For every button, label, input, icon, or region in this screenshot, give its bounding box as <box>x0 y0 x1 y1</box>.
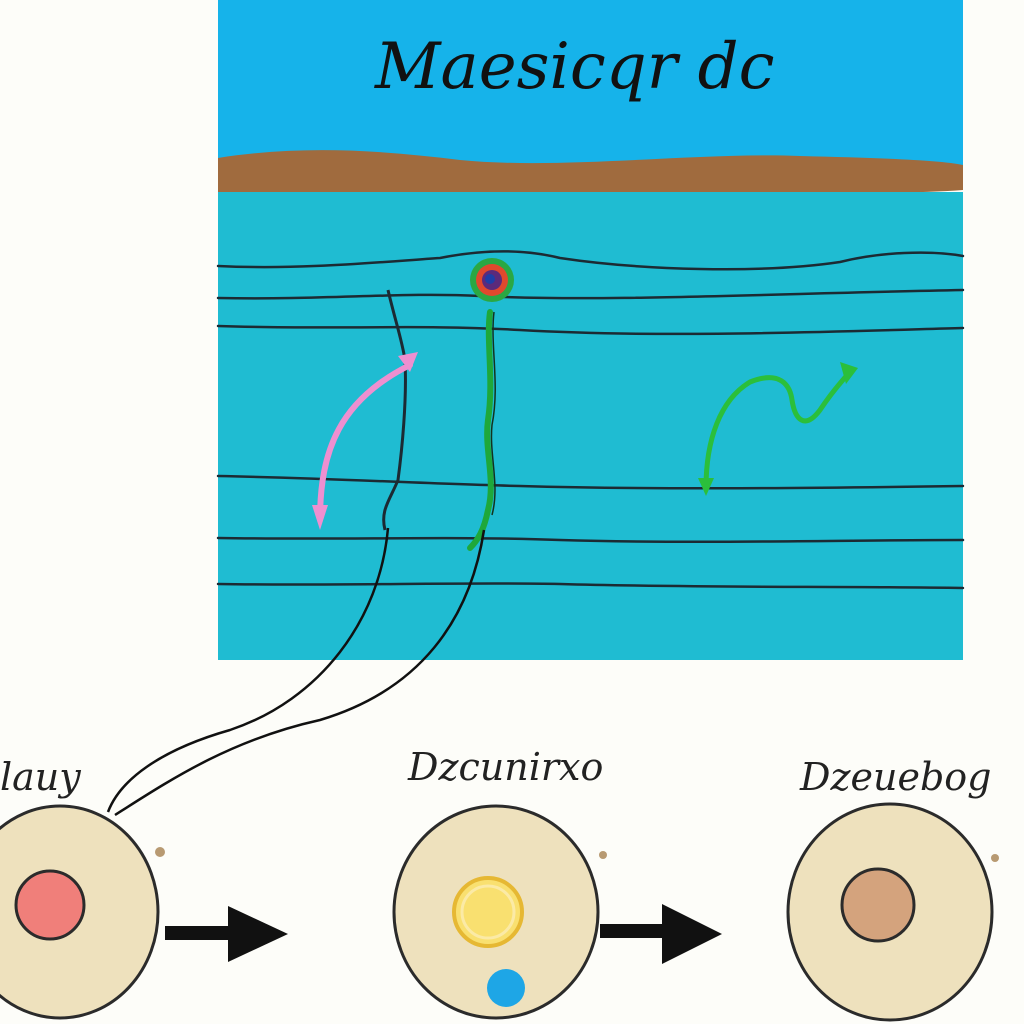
cell-nucleus <box>840 867 916 943</box>
green-arrow-tail <box>698 478 714 496</box>
cell-label-2: Dzcunirxo <box>407 745 603 789</box>
connector-lines <box>106 527 486 817</box>
cell-nucleus-ring <box>460 884 516 940</box>
pink-arrow-head-top <box>398 352 418 372</box>
cell-granule <box>599 851 607 859</box>
cell-label-1: lauy <box>0 755 81 799</box>
connector-line <box>114 529 486 817</box>
cell-2 <box>392 804 607 1020</box>
stage-arrow-1 <box>165 906 288 962</box>
stratum-line <box>216 324 965 336</box>
pink-arrow <box>317 362 413 523</box>
connector-line <box>106 527 390 813</box>
stratum-line <box>216 536 965 544</box>
green-stalk-outline <box>490 311 496 516</box>
pink-arrow-head-bottom <box>312 505 328 530</box>
ocean-panel <box>216 0 965 660</box>
green-arrow <box>703 369 853 491</box>
emission-source-icon <box>470 258 514 302</box>
cell-nucleus <box>14 869 86 941</box>
stratum-line <box>216 474 965 490</box>
cell-1 <box>0 804 165 1020</box>
cell-nucleus <box>452 876 524 948</box>
cell-inner-dot <box>487 969 525 1007</box>
cell-granule <box>155 847 165 857</box>
cell-label-3: Dzeuebog <box>799 755 991 799</box>
green-stalk <box>467 309 494 551</box>
page-title: Maesicqr dc <box>374 30 774 104</box>
stage-arrow-2 <box>600 904 722 964</box>
cell-granule <box>991 854 999 862</box>
soil-layer <box>218 150 963 199</box>
stratum-line <box>216 582 965 590</box>
fault-crack <box>382 289 407 531</box>
cell-3 <box>786 802 999 1022</box>
green-arrow-head <box>840 362 858 384</box>
stratum-line <box>216 250 965 271</box>
strata-lines <box>216 250 965 590</box>
sky-band <box>218 0 963 165</box>
